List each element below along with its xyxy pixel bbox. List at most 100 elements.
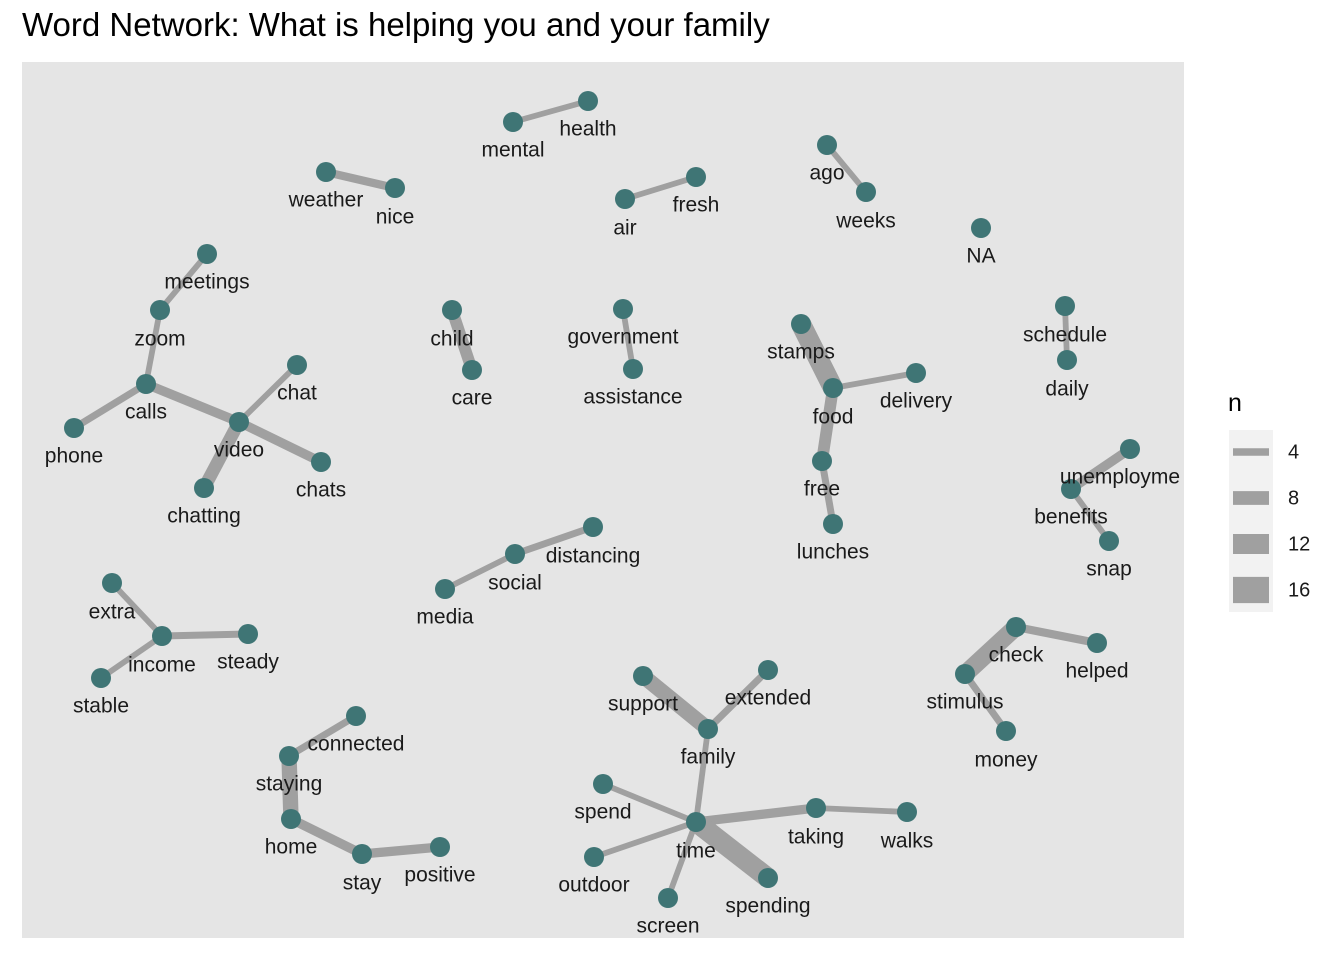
node-label-screen: screen [636, 915, 699, 938]
node-label-chat: chat [277, 382, 317, 405]
node-connected [346, 706, 366, 726]
edge-food-delivery [832, 370, 917, 391]
node-label-home: home [265, 836, 318, 859]
node-fresh [686, 167, 706, 187]
node-steady [238, 624, 258, 644]
node-money [996, 721, 1016, 741]
node-label-calls: calls [125, 401, 167, 424]
node-snap [1099, 531, 1119, 551]
edge-benefits-snap [1068, 487, 1112, 543]
node-label-social: social [488, 572, 542, 595]
node-label-zoom: zoom [134, 328, 185, 351]
node-label-health: health [559, 118, 616, 141]
node-label-staying: staying [256, 773, 323, 796]
node-stable [91, 668, 111, 688]
node-label-money: money [974, 749, 1038, 772]
node-label-connected: connected [308, 733, 405, 756]
edge-mental-health [512, 98, 589, 125]
node-label-distancing: distancing [546, 545, 641, 568]
edge-calls-video [144, 379, 241, 427]
edge-layer [72, 98, 1133, 900]
node-label-care: care [452, 387, 493, 410]
node-label-unemployment: unemployme [1060, 466, 1180, 489]
node-health [578, 91, 598, 111]
node-label-weeks: weeks [835, 210, 896, 233]
edge-screen-time [665, 820, 699, 900]
node-label-weather: weather [288, 189, 364, 212]
node-unemployment [1120, 439, 1140, 459]
node-label-phone: phone [45, 445, 103, 468]
node-label-chatting: chatting [167, 505, 241, 528]
node-phone [64, 418, 84, 438]
node-label-daily: daily [1045, 378, 1089, 401]
node-label-mental: mental [481, 139, 544, 162]
node-stimulus [955, 664, 975, 684]
node-weather [316, 162, 336, 182]
node-label-extended: extended [725, 687, 811, 710]
node-layer [64, 91, 1140, 908]
edge-zoom-calls [143, 309, 163, 385]
node-air [615, 189, 635, 209]
legend-title: n [1228, 389, 1242, 417]
node-label-assistance: assistance [583, 386, 682, 409]
node-child [442, 300, 462, 320]
node-label-time: time [676, 840, 716, 863]
node-family [698, 719, 718, 739]
node-label-air: air [613, 217, 636, 240]
node-label-positive: positive [404, 864, 475, 887]
node-chat [287, 355, 307, 375]
edge-ago-weeks [824, 143, 869, 194]
edge-meetings-zoom [157, 252, 210, 312]
edge-income-steady [161, 630, 249, 640]
edge-stimulus-money [962, 671, 1009, 734]
legend-label-12: 12 [1288, 533, 1310, 555]
node-home [281, 809, 301, 829]
node-support [633, 666, 653, 686]
edge-air-fresh [624, 174, 697, 202]
node-outdoor [584, 847, 604, 867]
node-delivery [906, 363, 926, 383]
node-label-fresh: fresh [673, 194, 720, 217]
edge-government-assistance [620, 308, 636, 370]
node-label-steady: steady [217, 651, 279, 674]
node-label-spending: spending [725, 895, 810, 918]
edge-taking-walks [815, 805, 908, 815]
edge-time-taking [695, 803, 817, 827]
node-meetings [197, 244, 217, 264]
node-media [435, 579, 455, 599]
node-care [462, 360, 482, 380]
node-label-meetings: meetings [164, 271, 249, 294]
node-check [1006, 617, 1026, 637]
legend-label-4: 4 [1288, 441, 1299, 463]
node-label-stable: stable [73, 695, 129, 718]
edge-spending-time [689, 814, 775, 886]
edge-free-food [816, 387, 839, 462]
node-social [505, 544, 525, 564]
node-ago [817, 135, 837, 155]
edge-weather-nice [325, 168, 396, 192]
node-label-child: child [430, 328, 473, 351]
node-label-family: family [681, 746, 736, 769]
node-label-income: income [128, 654, 196, 677]
node-distancing [583, 517, 603, 537]
node-label-walks: walks [880, 830, 934, 853]
edge-stimulus-check [958, 620, 1023, 681]
node-assistance [623, 359, 643, 379]
node-walks [897, 802, 917, 822]
node-free [812, 451, 832, 471]
node-spend [593, 774, 613, 794]
node-video [229, 412, 249, 432]
node-chatting [194, 478, 214, 498]
edge-chat-video [236, 362, 300, 425]
node-label-support: support [608, 693, 678, 716]
node-label-delivery: delivery [880, 390, 953, 413]
node-government [613, 299, 633, 319]
edge-social-distancing [513, 523, 595, 558]
edge-staying-connected [287, 712, 358, 760]
node-weeks [856, 182, 876, 202]
node-extended [758, 660, 778, 680]
node-nice [385, 178, 405, 198]
node-label-nice: nice [376, 206, 415, 229]
node-food [823, 378, 843, 398]
